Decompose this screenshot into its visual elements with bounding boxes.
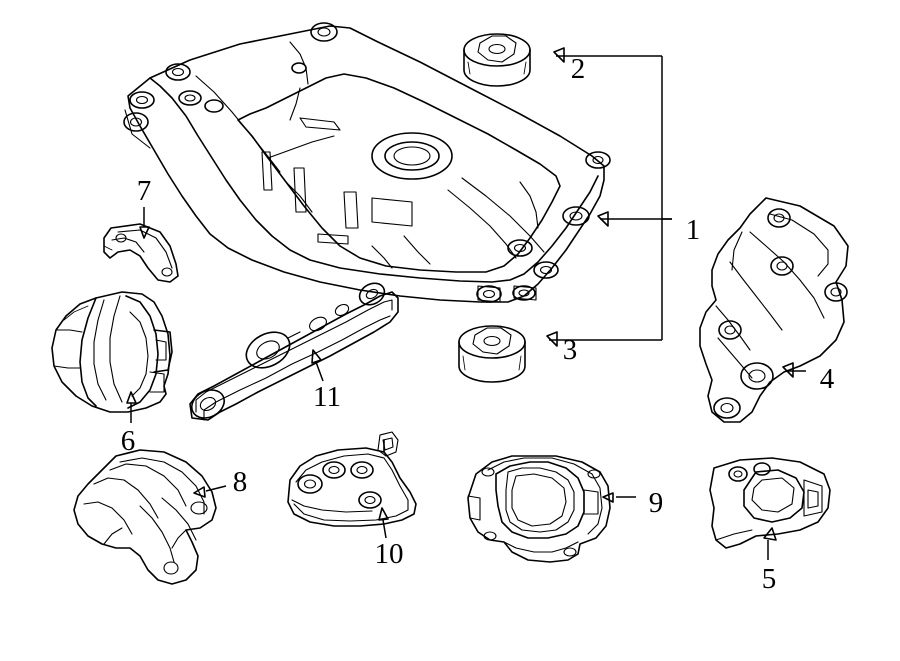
part-5-rear-mount-bracket: [709, 457, 831, 549]
callout-1: 1: [686, 214, 701, 246]
part-6-left-engine-mount: [51, 291, 173, 413]
part-2-bushing-upper: [463, 33, 531, 87]
callout-leaders: [126, 47, 806, 560]
callout-8: 8: [233, 466, 248, 498]
callout-11: 11: [313, 381, 341, 413]
callout-7: 7: [137, 175, 152, 207]
callout-6: 6: [121, 425, 136, 457]
part-9-transmission-mount: [467, 455, 611, 563]
callout-10: 10: [375, 538, 404, 570]
part-3-bushing-lower: [458, 325, 526, 383]
callout-2: 2: [571, 53, 586, 85]
callout-3: 3: [563, 334, 578, 366]
part-4-right-support-bracket: [699, 197, 849, 423]
part-1-subframe: [123, 22, 611, 303]
callout-9: 9: [649, 487, 664, 519]
part-8-transmission-support-bracket: [73, 449, 217, 585]
part-10-gearbox-mount-bracket: [287, 431, 417, 527]
part-11-torque-arm: [189, 282, 399, 421]
callout-5: 5: [762, 563, 777, 595]
callout-4: 4: [820, 363, 835, 395]
callout-numbers: 1 2 3 4 5 6 7 8 9 10 11: [121, 53, 835, 595]
part-7-small-support-bracket: [103, 223, 179, 283]
